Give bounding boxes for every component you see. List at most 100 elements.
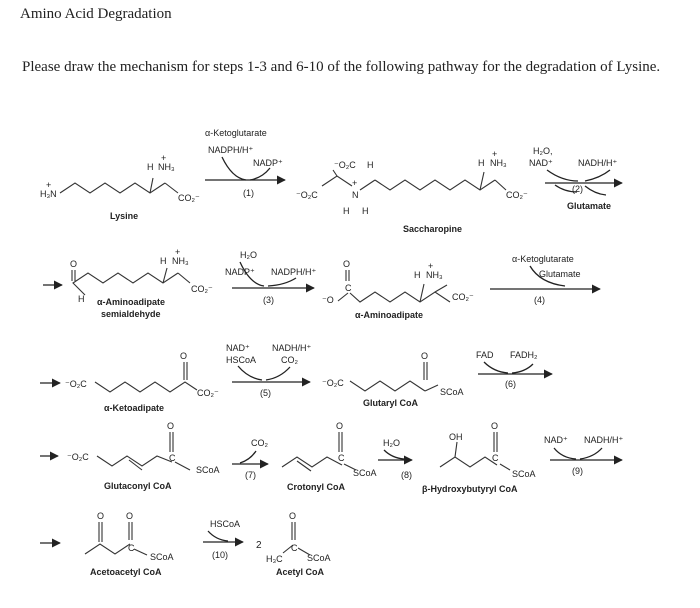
glutaryl-coa-label: Glutaryl CoA [363, 398, 419, 408]
step-7: CO₂ (7) [232, 438, 269, 480]
instruction-text: Please draw the mechanism for steps 1-3 … [22, 59, 661, 75]
step5-reagent-3: HSCoA [226, 355, 256, 365]
step10-reagent-1: HSCoA [210, 519, 240, 529]
aminoadipate-label: α-Aminoadipate [355, 310, 423, 320]
step-9: NAD⁺ NADH/H⁺ (9) [544, 435, 624, 476]
saccharopine-h-right: H [478, 158, 485, 168]
hbc-o: O [491, 421, 498, 431]
aas-nh3: NH₃ [172, 256, 189, 266]
step6-reagent-2: FADH₂ [510, 350, 538, 360]
acetyl-coa-label: Acetyl CoA [276, 567, 325, 577]
step3-reagent-3: NADPH/H⁺ [271, 267, 317, 277]
saccharopine-structure: ⁻O₂C H ⁻O₂C N + H H H NH₃ + CO₂⁻ Sacchar… [296, 149, 528, 234]
step5-reagent-1: NAD⁺ [226, 343, 250, 353]
step5-reagent-2: NADH/H⁺ [272, 343, 312, 353]
step2-reagent-3: NADH/H⁺ [578, 158, 618, 168]
aas-h: H [78, 294, 85, 304]
step8-number: (8) [401, 470, 412, 480]
saccharopine-h-1: H [343, 206, 350, 216]
step9-reagent-2: NADH/H⁺ [584, 435, 624, 445]
gcn-o2c: ⁻O₂C [67, 452, 89, 462]
step3-reagent-1: H₂O [240, 250, 257, 260]
saccharopine-plus: + [352, 178, 357, 188]
gcn-scoa: SCoA [196, 465, 220, 475]
step1-reagent-1: α-Ketoglutarate [205, 128, 267, 138]
step3-reagent-2: NADP⁺ [225, 267, 255, 277]
ac-scoa: SCoA [307, 553, 331, 563]
step6-reagent-1: FAD [476, 350, 494, 360]
aa-c: C [345, 283, 352, 293]
glutaconyl-coa-structure: ⁻O₂C O C SCoA Glutaconyl CoA [67, 421, 220, 491]
aas-o: O [70, 259, 77, 269]
ketoadipate-label: α-Ketoadipate [104, 403, 164, 413]
glutaconyl-coa-label: Glutaconyl CoA [104, 481, 172, 491]
aa-nh3: NH₃ [426, 270, 443, 280]
cc-c: C [338, 453, 345, 463]
lysine-structure: H₃N + H NH₃ + CO₂⁻ Lysine [40, 153, 200, 221]
saccharopine-h-2: H [362, 206, 369, 216]
aminoadipate-semialdehyde-structure: O H H NH₃ + CO₂⁻ α-Aminoadipate semialde… [70, 247, 213, 319]
step2-number: (2) [572, 184, 583, 194]
crotonyl-coa-structure: O C SCoA Crotonyl CoA [281, 421, 377, 492]
step-10: HSCoA (10) 2 [203, 519, 262, 560]
aas-h-top: H [160, 256, 167, 266]
saccharopine-o2c-top: ⁻O₂C [334, 160, 356, 170]
hydroxybutyryl-coa-structure: OH O C SCoA β-Hydroxybutyryl CoA [422, 421, 536, 494]
ka-co2: CO₂⁻ [197, 388, 219, 398]
step-5: NAD⁺ NADH/H⁺ HSCoA CO₂ (5) [226, 343, 312, 398]
hydroxybutyryl-coa-label: β-Hydroxybutyryl CoA [422, 484, 518, 494]
lysine-h3n: H₃N [40, 189, 57, 199]
step-8: H₂O (8) [378, 438, 413, 480]
step9-reagent-1: NAD⁺ [544, 435, 568, 445]
step3-number: (3) [263, 295, 274, 305]
step1-reagent-3: NADP⁺ [253, 158, 283, 168]
lysine-nh3: NH₃ [158, 162, 175, 172]
step10-number: (10) [212, 550, 228, 560]
cc-scoa: SCoA [353, 468, 377, 478]
step4-product: Glutamate [539, 269, 581, 279]
step4-number: (4) [534, 295, 545, 305]
lysine-co2: CO₂⁻ [178, 193, 200, 203]
step-1: α-Ketoglutarate NADPH/H⁺ NADP⁺ (1) [205, 128, 286, 198]
step-6: FAD FADH₂ (6) [476, 350, 553, 389]
step-2: H₂O, NAD⁺ NADH/H⁺ (2) Glutamate [529, 146, 623, 211]
step5-reagent-4: CO₂ [281, 355, 299, 365]
cc-o: O [336, 421, 343, 431]
acetoacetyl-coa-label: Acetoacetyl CoA [90, 567, 162, 577]
ka-o2c: ⁻O₂C [65, 379, 87, 389]
aas-co2: CO₂⁻ [191, 284, 213, 294]
hbc-c: C [492, 453, 499, 463]
step8-reagent-1: H₂O [383, 438, 400, 448]
aac-c: C [128, 543, 135, 553]
page-title: Amino Acid Degradation [20, 6, 172, 22]
saccharopine-n: N [352, 190, 359, 200]
ka-o: O [180, 351, 187, 361]
crotonyl-coa-label: Crotonyl CoA [287, 482, 345, 492]
glutaryl-coa-structure: ⁻O₂C O SCoA Glutaryl CoA [322, 351, 464, 408]
ketoadipate-structure: ⁻O₂C O CO₂⁻ α-Ketoadipate [65, 351, 219, 413]
acetyl-coa-structure: O C H₃C SCoA Acetyl CoA [266, 511, 331, 577]
saccharopine-nh3: NH₃ [490, 158, 507, 168]
acetoacetyl-coa-structure: O O C SCoA Acetoacetyl CoA [84, 511, 174, 577]
step9-number: (9) [572, 466, 583, 476]
ac-o: O [289, 511, 296, 521]
saccharopine-h-top: H [367, 160, 374, 170]
aac-o-1: O [97, 511, 104, 521]
lysine-plus-1: + [46, 180, 51, 190]
saccharopine-co2: CO₂⁻ [506, 190, 528, 200]
aac-scoa: SCoA [150, 552, 174, 562]
step2-reagent-2: NAD⁺ [529, 158, 553, 168]
aa-plus: + [428, 261, 433, 271]
lysine-h: H [147, 162, 154, 172]
ac-h3c: H₃C [266, 554, 283, 564]
step10-coefficient: 2 [256, 540, 262, 551]
step7-reagent-1: CO₂ [251, 438, 269, 448]
step5-number: (5) [260, 388, 271, 398]
aa-co2: CO₂⁻ [452, 292, 474, 302]
saccharopine-plus-2: + [492, 149, 497, 159]
step-3: H₂O NADP⁺ NADPH/H⁺ (3) [225, 250, 317, 305]
saccharopine-label: Saccharopine [403, 224, 462, 234]
lysine-label: Lysine [110, 211, 138, 221]
aas-label-1: α-Aminoadipate [97, 297, 165, 307]
